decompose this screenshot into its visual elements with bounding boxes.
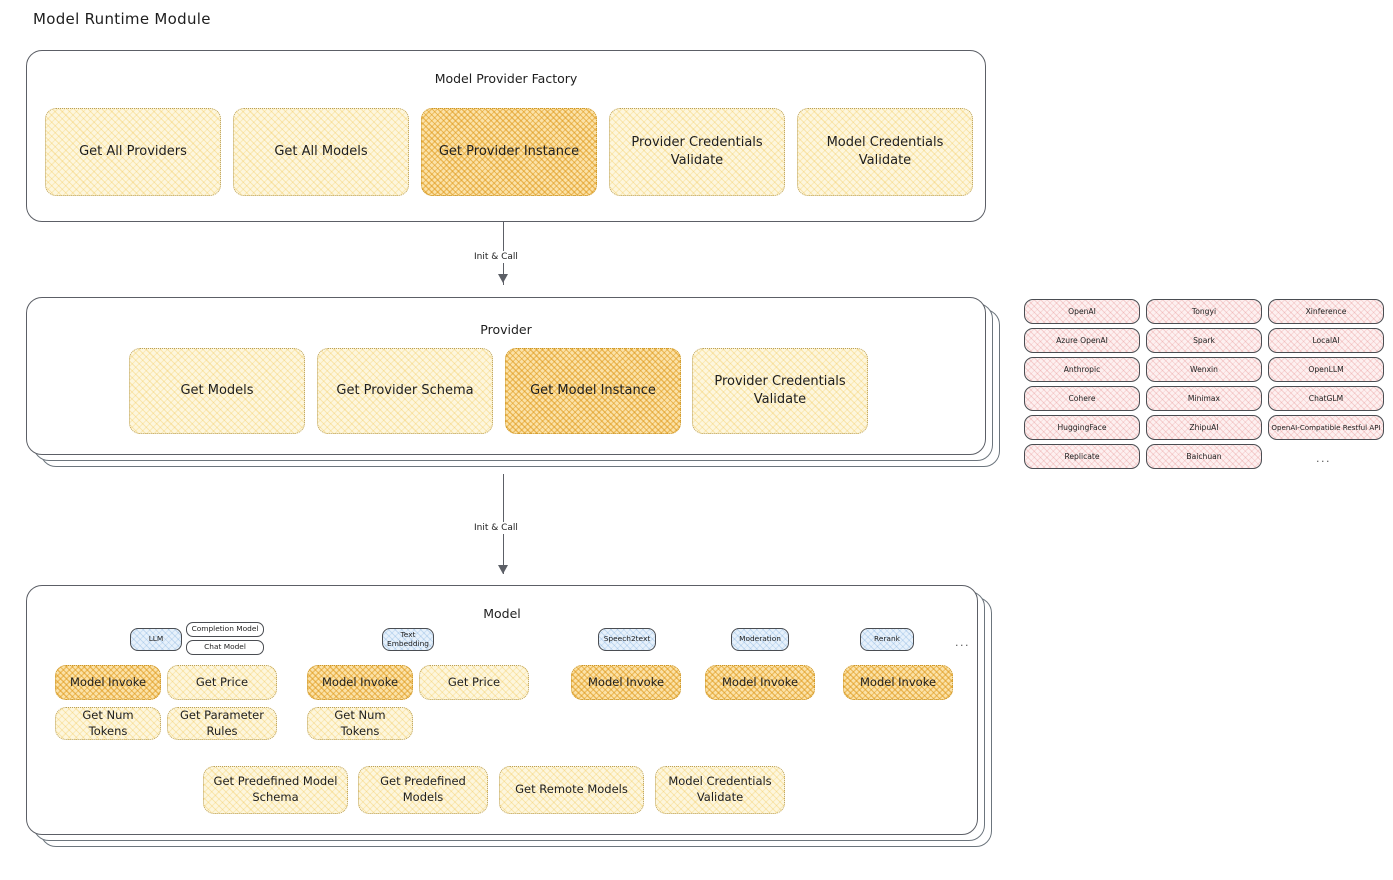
llm-method-model-invoke[interactable]: Model Invoke	[55, 665, 161, 700]
provider-pill-azure-openai[interactable]: Azure OpenAI	[1024, 328, 1140, 353]
factory-item-provider-credentials-validate[interactable]: Provider Credentials Validate	[609, 108, 785, 196]
provider-item-provider-credentials-validate[interactable]: Provider Credentials Validate	[692, 348, 868, 434]
factory-item-get-provider-instance[interactable]: Get Provider Instance	[421, 108, 597, 196]
provider-pill-chatglm[interactable]: ChatGLM	[1268, 386, 1384, 411]
provider-pill-localai[interactable]: LocalAI	[1268, 328, 1384, 353]
provider-pill-minimax[interactable]: Minimax	[1146, 386, 1262, 411]
model-title: Model	[483, 606, 521, 621]
model-provider-factory-container: Model Provider Factory Get All Providers…	[26, 50, 986, 222]
arrow-factory-to-provider-label: Init & Call	[470, 251, 522, 263]
factory-item-model-credentials-validate[interactable]: Model Credentials Validate	[797, 108, 973, 196]
arrow-provider-to-model-label: Init & Call	[470, 522, 522, 534]
provider-pill-zhipuai[interactable]: ZhipuAI	[1146, 415, 1262, 440]
text-embedding-method-get-num-tokens[interactable]: Get Num Tokens	[307, 707, 413, 740]
provider-title: Provider	[480, 322, 532, 337]
llm-method-get-price[interactable]: Get Price	[167, 665, 277, 700]
model-type-badge-speech2text[interactable]: Speech2text	[598, 628, 656, 651]
model-type-badge-text-embedding[interactable]: Text Embedding	[382, 628, 434, 651]
speech2text-method-model-invoke[interactable]: Model Invoke	[571, 665, 681, 700]
provider-list: OpenAI Azure OpenAI Anthropic Cohere Hug…	[1024, 299, 1384, 474]
provider-pill-anthropic[interactable]: Anthropic	[1024, 357, 1140, 382]
provider-pill-cohere[interactable]: Cohere	[1024, 386, 1140, 411]
provider-pill-baichuan[interactable]: Baichuan	[1146, 444, 1262, 469]
provider-pill-openai-compatible-restful-api[interactable]: OpenAI-Compatible Restful API	[1268, 415, 1384, 440]
model-shared-method-model-credentials-validate[interactable]: Model Credentials Validate	[655, 766, 785, 814]
model-provider-factory-title: Model Provider Factory	[434, 71, 578, 86]
text-embedding-method-model-invoke[interactable]: Model Invoke	[307, 665, 413, 700]
page-title: Model Runtime Module	[33, 10, 211, 28]
model-container: Model LLM Completion Model Chat Model Mo…	[26, 585, 978, 835]
provider-pill-huggingface[interactable]: HuggingFace	[1024, 415, 1140, 440]
rerank-method-model-invoke[interactable]: Model Invoke	[843, 665, 953, 700]
model-type-badge-llm[interactable]: LLM	[130, 628, 182, 651]
factory-item-get-all-providers[interactable]: Get All Providers	[45, 108, 221, 196]
provider-pill-tongyi[interactable]: Tongyi	[1146, 299, 1262, 324]
model-types-more: ...	[955, 636, 970, 649]
arrow-factory-to-provider-head	[498, 274, 508, 283]
model-type-badge-rerank[interactable]: Rerank	[860, 628, 914, 651]
model-shared-method-get-remote-models[interactable]: Get Remote Models	[499, 766, 644, 814]
provider-pill-openai[interactable]: OpenAI	[1024, 299, 1140, 324]
provider-pill-spark[interactable]: Spark	[1146, 328, 1262, 353]
llm-method-get-parameter-rules[interactable]: Get Parameter Rules	[167, 707, 277, 740]
factory-item-get-all-models[interactable]: Get All Models	[233, 108, 409, 196]
model-shared-method-get-predefined-models[interactable]: Get Predefined Models	[358, 766, 488, 814]
model-shared-method-get-predefined-model-schema[interactable]: Get Predefined Model Schema	[203, 766, 348, 814]
provider-pill-wenxin[interactable]: Wenxin	[1146, 357, 1262, 382]
provider-pill-openllm[interactable]: OpenLLM	[1268, 357, 1384, 382]
model-subtype-badge-chat-model[interactable]: Chat Model	[186, 640, 264, 655]
arrow-provider-to-model-head	[498, 565, 508, 574]
provider-pill-xinference[interactable]: Xinference	[1268, 299, 1384, 324]
provider-item-get-provider-schema[interactable]: Get Provider Schema	[317, 348, 493, 434]
text-embedding-method-get-price[interactable]: Get Price	[419, 665, 529, 700]
provider-item-get-model-instance[interactable]: Get Model Instance	[505, 348, 681, 434]
provider-item-get-models[interactable]: Get Models	[129, 348, 305, 434]
moderation-method-model-invoke[interactable]: Model Invoke	[705, 665, 815, 700]
provider-pill-replicate[interactable]: Replicate	[1024, 444, 1140, 469]
model-subtype-badge-completion-model[interactable]: Completion Model	[186, 622, 264, 637]
provider-container: Provider Get Models Get Provider Schema …	[26, 297, 986, 455]
provider-list-more: ...	[1316, 452, 1331, 465]
llm-method-get-num-tokens[interactable]: Get Num Tokens	[55, 707, 161, 740]
model-type-badge-moderation[interactable]: Moderation	[731, 628, 789, 651]
